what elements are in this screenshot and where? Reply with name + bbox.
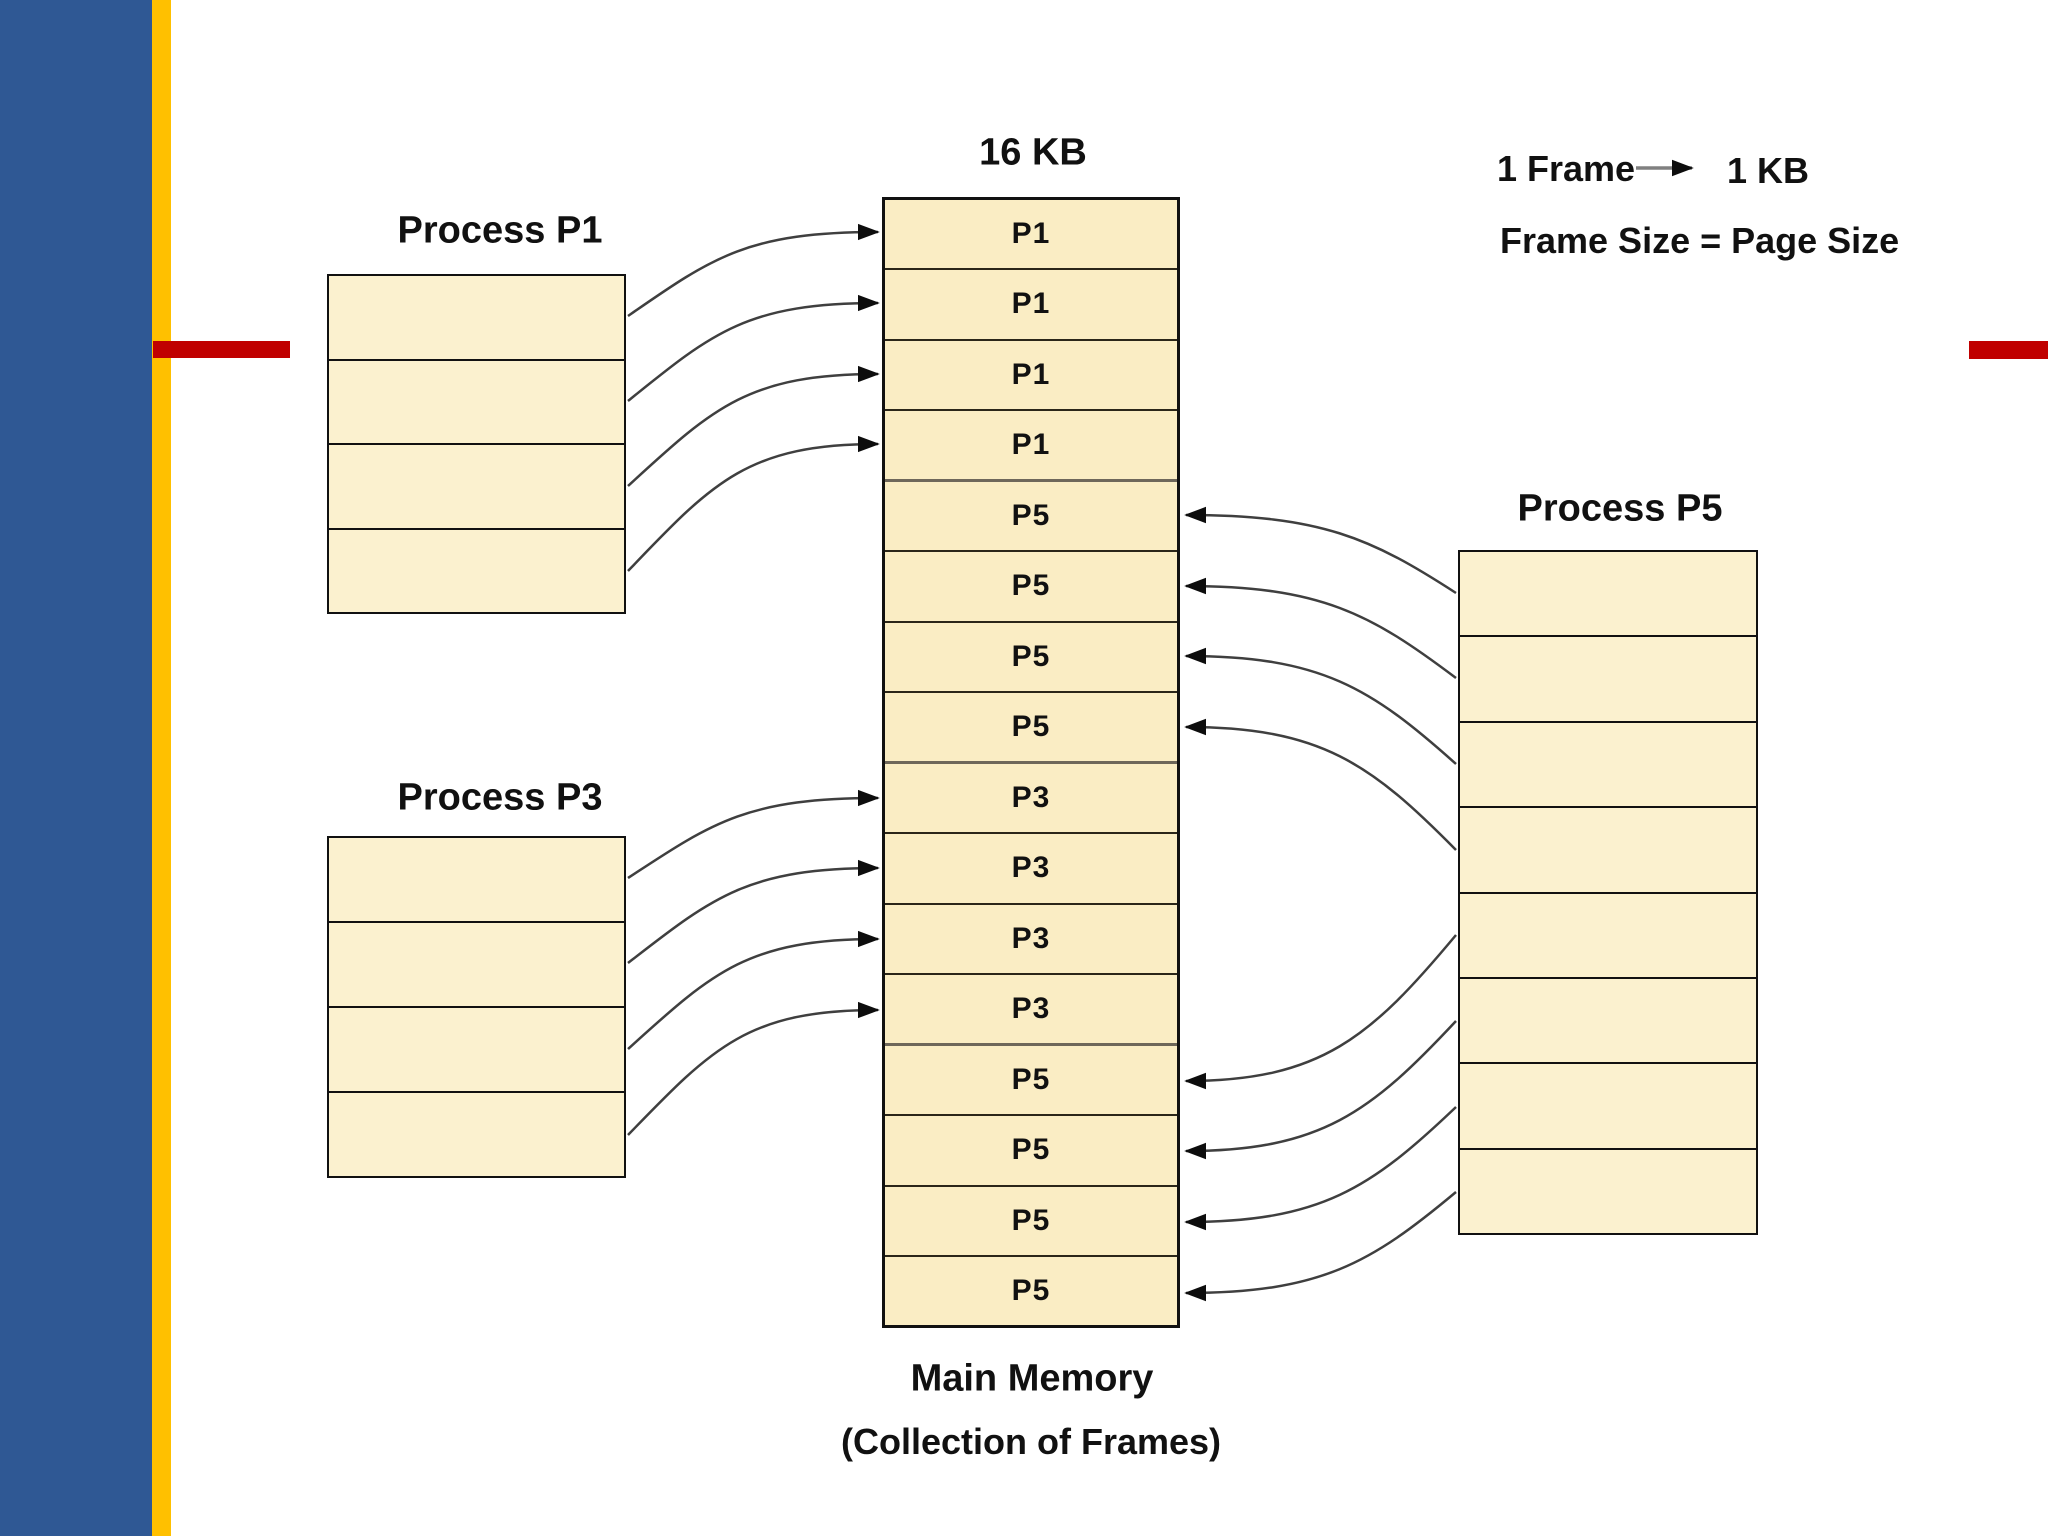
- p1-page-2: [329, 358, 624, 444]
- p3-page-4: [329, 1091, 624, 1176]
- memory-frame-1: P1: [1011, 217, 1051, 251]
- memory-frame-4: P1: [885, 408, 1177, 479]
- main-memory-box: P1 P1 P1 P1 P5 P5 P5 P5 P3 P3 P3 P3 P5 P…: [882, 197, 1180, 1328]
- memory-frame-13: P5: [885, 1043, 1177, 1114]
- arrow-p5-page8-frame16: [1184, 1191, 1457, 1302]
- arrow-p3-page4-frame12: [627, 1001, 880, 1136]
- arrow-p5-page4-frame8: [1184, 718, 1457, 851]
- memory-frame-3: P1: [885, 338, 1177, 409]
- memory-frame-10: P3: [885, 832, 1177, 902]
- red-accent-bar-left: [153, 341, 290, 358]
- arrow-p5-page6-frame14: [1184, 1020, 1457, 1160]
- sidebar-blue-bar: [0, 0, 152, 1536]
- legend-frame-label: 1 Frame: [1497, 148, 1636, 189]
- p5-page-4: [1460, 806, 1756, 891]
- p5-page-6: [1460, 976, 1756, 1062]
- red-accent-bar-right: [1969, 341, 2048, 359]
- p3-page-1: [329, 838, 624, 921]
- arrow-p5-page3-frame7: [1184, 647, 1457, 765]
- arrow-p5-page5-frame13: [1184, 934, 1457, 1090]
- p3-page-2: [329, 921, 624, 1006]
- memory-frame-11: P3: [885, 902, 1177, 973]
- arrow-p3-page1-frame9: [627, 789, 880, 880]
- process-p3-title: Process P3: [397, 776, 603, 819]
- p5-page-2: [1460, 635, 1756, 720]
- p5-page-7: [1460, 1062, 1756, 1147]
- arrow-p1-page4-frame4: [627, 435, 880, 572]
- memory-frame-2: P1: [885, 268, 1177, 338]
- memory-frame-6: P5: [885, 550, 1177, 620]
- memory-caption-line1: Main Memory: [910, 1357, 1154, 1400]
- p5-page-8: [1460, 1147, 1756, 1233]
- memory-frame-15: P5: [885, 1184, 1177, 1255]
- memory-caption-line2: (Collection of Frames): [840, 1421, 1222, 1462]
- memory-size-label: 16 KB: [979, 131, 1087, 174]
- arrow-p5-page2-frame6: [1184, 577, 1457, 679]
- process-p1-title: Process P1: [397, 209, 603, 252]
- arrow-p3-page3-frame11: [627, 930, 880, 1050]
- p1-page-4: [329, 527, 624, 613]
- process-p5-title: Process P5: [1517, 487, 1723, 530]
- memory-frame-12: P3: [885, 972, 1177, 1043]
- process-p5-box: [1458, 550, 1758, 1235]
- arrow-p5-page7-frame15: [1184, 1106, 1457, 1231]
- process-p3-box: [327, 836, 626, 1178]
- process-p1-box: [327, 274, 626, 614]
- legend-equation: Frame Size = Page Size: [1500, 220, 1900, 261]
- arrow-p5-page1-frame5: [1184, 506, 1457, 595]
- p5-page-1: [1460, 552, 1756, 635]
- p1-page-3: [329, 443, 624, 528]
- p3-page-3: [329, 1006, 624, 1091]
- p5-page-3: [1460, 720, 1756, 806]
- memory-frame-14: P5: [885, 1114, 1177, 1184]
- legend-size-label: 1 KB: [1727, 150, 1810, 191]
- p1-page-1: [329, 276, 624, 359]
- arrow-p3-page2-frame10: [627, 859, 880, 964]
- memory-frame-16: P5: [885, 1254, 1177, 1325]
- memory-frame-8: P5: [885, 690, 1177, 761]
- p5-page-5: [1460, 891, 1756, 977]
- memory-frame-5: P5: [885, 479, 1177, 550]
- memory-frame-9: P3: [885, 761, 1177, 832]
- memory-frame-7: P5: [885, 620, 1177, 691]
- arrow-p1-page2-frame2: [627, 294, 880, 402]
- arrow-p1-page3-frame3: [627, 365, 880, 487]
- arrow-p1-page1-frame1: [627, 223, 880, 318]
- sidebar-gold-bar: [152, 0, 171, 1536]
